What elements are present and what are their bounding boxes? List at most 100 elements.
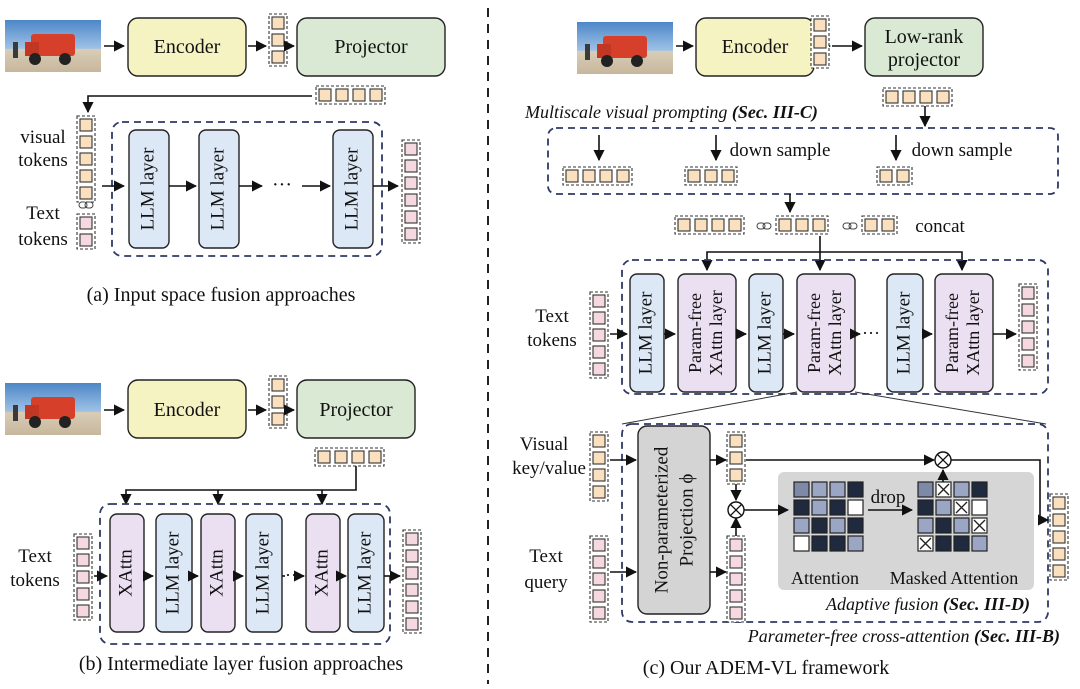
visual-kv-tokens-frame	[589, 431, 609, 502]
image-thumbnail-b-wheel	[59, 416, 71, 428]
detail-output-tokens	[1052, 496, 1066, 510]
output-tokens-b	[405, 549, 419, 563]
attention-matrix-cell	[829, 481, 846, 498]
image-thumbnail-b-truck-body	[31, 397, 75, 419]
visual-tokens-a	[271, 33, 285, 47]
visual-tokens-c	[813, 52, 827, 66]
masked-attention-matrix-cell	[971, 499, 988, 516]
attention-matrix-cell	[829, 517, 846, 534]
scale2-tokens	[721, 169, 735, 183]
output-tokens-b	[405, 600, 419, 614]
multiply-op-2-cross	[936, 453, 950, 467]
input-text-tokens-c	[592, 345, 606, 359]
output-tokens-b	[405, 617, 419, 631]
encoder-box-a	[127, 17, 247, 77]
adaptive-fusion-title: Adaptive fusion (Sec. III-D)	[825, 594, 1030, 615]
text-tokens-label-b: tokens	[10, 570, 60, 591]
visual-tokens-c	[813, 18, 827, 32]
image-thumbnail-a-truck-hood	[25, 42, 39, 56]
attention-matrix-cell	[829, 499, 846, 516]
projected-tokens-c	[919, 90, 933, 104]
detail-output-tokens	[1052, 564, 1066, 578]
projected-kv-tokens	[729, 451, 743, 465]
concat-link-a	[84, 201, 94, 209]
llm-layer-a-3-label: LLM layer	[341, 147, 362, 231]
llm-layer-b-1-label: LLM layer	[162, 531, 183, 615]
output-tokens-c	[1021, 354, 1035, 368]
arrow-c-concat-xattn3	[820, 251, 968, 272]
input-visual-tokens-a	[79, 135, 93, 149]
concat-tokens-1	[711, 218, 725, 232]
input-visual-tokens-a	[79, 118, 93, 132]
input-text-tokens-c	[592, 294, 606, 308]
attention-matrix-cell	[793, 535, 810, 552]
masked-attention-matrix-cell	[917, 481, 934, 498]
visual-kv-tokens	[592, 434, 606, 448]
attention-matrix-cell	[811, 535, 828, 552]
zoom-line-left	[621, 391, 798, 425]
projected-tokens-b-frame	[314, 447, 385, 467]
projector-label-c: projector	[888, 49, 961, 71]
llm-layer-b-3-label: LLM layer	[354, 531, 375, 615]
concat-tokens-1-frame	[674, 215, 745, 235]
pfca-title: Parameter-free cross-attention (Sec. III…	[747, 626, 1060, 647]
visual-kv-label: Visual	[520, 434, 568, 455]
projector-label-b: Projector	[319, 399, 393, 421]
projected-tokens-b	[351, 450, 365, 464]
input-visual-tokens-a	[79, 152, 93, 166]
pf-xattn-layer-c-3-label: XAttn layer	[963, 290, 983, 375]
visual-tokens-label-a: tokens	[18, 150, 68, 171]
llm-layer-a-1	[128, 129, 170, 249]
attention-matrix-cell	[847, 535, 864, 552]
text-tokens-label-c: tokens	[527, 330, 577, 351]
masked-attention-matrix-cell	[953, 517, 970, 534]
projection-box	[637, 425, 711, 615]
xattn-layer-b-1-label: XAttn	[115, 549, 136, 597]
visual-kv-tokens	[592, 451, 606, 465]
caption-c: (c) Our ADEM-VL framework	[643, 657, 889, 679]
concat-link-c	[842, 222, 852, 230]
adaptive-title-text: Adaptive fusion	[825, 594, 943, 614]
llm-layer-b-2-label: LLM layer	[252, 531, 273, 615]
attention-matrix-cell	[793, 499, 810, 516]
attention-label: Attention	[791, 568, 859, 588]
projector-box-b	[296, 379, 416, 439]
llm-stack-box-b	[99, 503, 391, 645]
multiscale-title-ref: (Sec. III-C)	[732, 102, 818, 123]
projector-label-a: Projector	[334, 36, 408, 58]
image-thumbnail-c-truck-hood	[597, 44, 611, 58]
zoom-line-right	[854, 391, 1047, 425]
visual-kv-label: key/value	[512, 458, 586, 479]
arrow-c-mult2-out	[951, 459, 1050, 526]
llm-layer-b-3	[347, 513, 385, 633]
image-thumbnail-a-wheel	[29, 53, 41, 65]
text-query-label: Text	[529, 546, 563, 567]
input-text-tokens-a	[79, 216, 93, 230]
encoder-label-c: Encoder	[722, 36, 789, 58]
projected-q-tokens	[729, 538, 743, 552]
attention-matrix-cell	[847, 517, 864, 534]
masked-attention-matrix-cell	[935, 535, 952, 552]
output-tokens-a	[404, 193, 418, 207]
visual-tokens-label-a: visual	[20, 127, 65, 148]
down-sample-label-2: down sample	[912, 140, 1013, 161]
attention-matrix-cell	[847, 481, 864, 498]
llm-layer-a-1-label: LLM layer	[137, 147, 158, 231]
detail-output-tokens	[1052, 547, 1066, 561]
visual-kv-tokens	[592, 468, 606, 482]
xattn-layer-b-2-label: XAttn	[206, 549, 227, 597]
output-tokens-a	[404, 227, 418, 241]
image-thumbnail-b-truck-hood	[25, 405, 39, 419]
ellipsis-c: ···	[862, 323, 880, 343]
image-thumbnail-b-person	[13, 405, 18, 421]
attention-matrix-cell	[811, 481, 828, 498]
image-thumbnail-c-person	[585, 44, 590, 60]
projected-tokens-b	[317, 450, 331, 464]
projection-label: Projection ϕ	[676, 474, 697, 567]
projector-box-a	[296, 17, 446, 77]
concat-tokens-2	[778, 218, 792, 232]
text-query-tokens	[592, 555, 606, 569]
encoder-box-b	[127, 379, 247, 439]
